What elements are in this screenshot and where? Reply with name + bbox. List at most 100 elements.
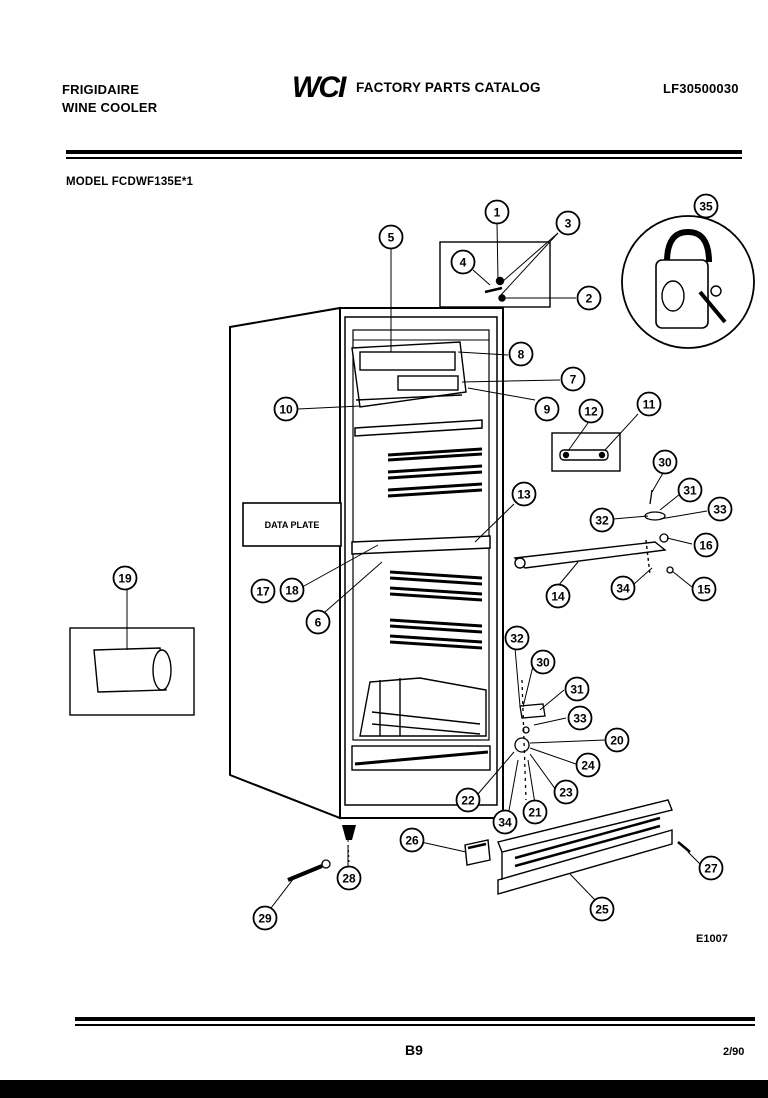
svg-text:34: 34: [616, 581, 630, 595]
svg-text:35: 35: [699, 199, 713, 213]
data-plate: DATA PLATE: [242, 502, 342, 547]
callout-30: 30: [652, 449, 678, 475]
callout-23: 23: [553, 779, 579, 805]
wci-logo-text: WCI: [292, 71, 347, 102]
hinge-parts-lower: [514, 679, 546, 801]
light-bulb-detail: [69, 627, 195, 716]
callout-22: 22: [455, 787, 481, 813]
small-screw: [677, 841, 691, 853]
header-rule-thick: [66, 150, 742, 154]
callout-33: 33: [707, 496, 733, 522]
callout-12: 12: [578, 398, 604, 424]
svg-text:31: 31: [683, 483, 697, 497]
svg-text:8: 8: [518, 347, 525, 361]
callout-16: 16: [693, 532, 719, 558]
svg-text:2: 2: [586, 291, 593, 305]
svg-text:1: 1: [494, 205, 501, 219]
svg-text:33: 33: [573, 711, 587, 725]
callout-32-lower: 32: [504, 625, 530, 651]
callout-10: 10: [273, 396, 299, 422]
svg-text:3: 3: [565, 216, 572, 230]
svg-text:12: 12: [584, 404, 598, 418]
svg-text:30: 30: [536, 655, 550, 669]
callout-27: 27: [698, 855, 724, 881]
callout-34-lower: 34: [492, 809, 518, 835]
callout-21: 21: [522, 799, 548, 825]
footer-rule-thin: [75, 1024, 755, 1026]
data-plate-label: DATA PLATE: [265, 520, 320, 530]
callout-2: 2: [576, 285, 602, 311]
leveling-leg: [342, 825, 356, 863]
callout-20: 20: [604, 727, 630, 753]
callout-31: 31: [677, 477, 703, 503]
header-rule-thin: [66, 157, 742, 159]
product-type: WINE COOLER: [62, 100, 158, 115]
svg-text:6: 6: [315, 615, 322, 629]
wci-logo: WCI: [292, 71, 349, 102]
callout-25: 25: [589, 896, 615, 922]
shelf-upper: [354, 419, 483, 437]
callout-14: 14: [545, 583, 571, 609]
svg-text:31: 31: [570, 682, 584, 696]
svg-text:15: 15: [697, 582, 711, 596]
callout-29: 29: [252, 905, 278, 931]
svg-text:16: 16: [699, 538, 713, 552]
revision-date: 2/90: [723, 1046, 745, 1058]
screw-part: [287, 859, 331, 882]
brand-name: FRIGIDAIRE: [62, 82, 140, 97]
center-divider: [351, 535, 491, 555]
callout-1: 1: [484, 199, 510, 225]
svg-text:19: 19: [118, 571, 132, 585]
door-handle-bar: [513, 539, 667, 576]
clip-part: [464, 839, 491, 866]
svg-text:27: 27: [704, 861, 718, 875]
callout-15: 15: [691, 576, 717, 602]
svg-text:34: 34: [498, 815, 512, 829]
svg-text:26: 26: [405, 833, 419, 847]
callouts: 1 2 3 4 5 6 7 8 9 10 11 12 13 14 15 16 1…: [112, 193, 733, 931]
svg-text:20: 20: [610, 733, 624, 747]
svg-text:17: 17: [256, 584, 270, 598]
callout-11: 11: [636, 391, 662, 417]
svg-text:13: 13: [517, 487, 531, 501]
callout-13: 13: [511, 481, 537, 507]
callout-17: 17: [250, 578, 276, 604]
callout-3: 3: [555, 210, 581, 236]
figure-code: E1007: [696, 933, 728, 945]
leader-lines: [126, 222, 708, 909]
kick-plate-grille: [497, 799, 673, 895]
svg-text:22: 22: [461, 793, 475, 807]
wire-racks-upper: [387, 447, 483, 498]
wire-racks-lower: [389, 570, 483, 650]
svg-text:10: 10: [279, 402, 293, 416]
svg-text:28: 28: [342, 871, 356, 885]
callout-8: 8: [508, 341, 534, 367]
callout-18: 18: [279, 577, 305, 603]
svg-text:18: 18: [285, 583, 299, 597]
svg-text:24: 24: [581, 758, 595, 772]
callout-7: 7: [560, 366, 586, 392]
scan-border-bottom: [0, 1080, 768, 1098]
svg-text:7: 7: [570, 372, 577, 386]
svg-text:29: 29: [258, 911, 272, 925]
callout-33-lower: 33: [567, 705, 593, 731]
model-number: MODEL FCDWF135E*1: [66, 176, 194, 188]
catalog-title: FACTORY PARTS CATALOG: [356, 80, 541, 95]
svg-text:32: 32: [510, 631, 524, 645]
callout-6: 6: [305, 609, 331, 635]
callout-4: 4: [450, 249, 476, 275]
svg-text:11: 11: [643, 397, 656, 411]
control-box: [351, 341, 467, 408]
svg-text:21: 21: [528, 805, 542, 819]
bottom-basket: [359, 677, 487, 737]
page-number: B9: [405, 1042, 423, 1058]
footer-rule-thick: [75, 1017, 755, 1021]
callout-28: 28: [336, 865, 362, 891]
callout-34: 34: [610, 575, 636, 601]
callout-26: 26: [399, 827, 425, 853]
svg-text:30: 30: [658, 455, 672, 469]
callout-30-lower: 30: [530, 649, 556, 675]
callout-5: 5: [378, 224, 404, 250]
callout-19: 19: [112, 565, 138, 591]
